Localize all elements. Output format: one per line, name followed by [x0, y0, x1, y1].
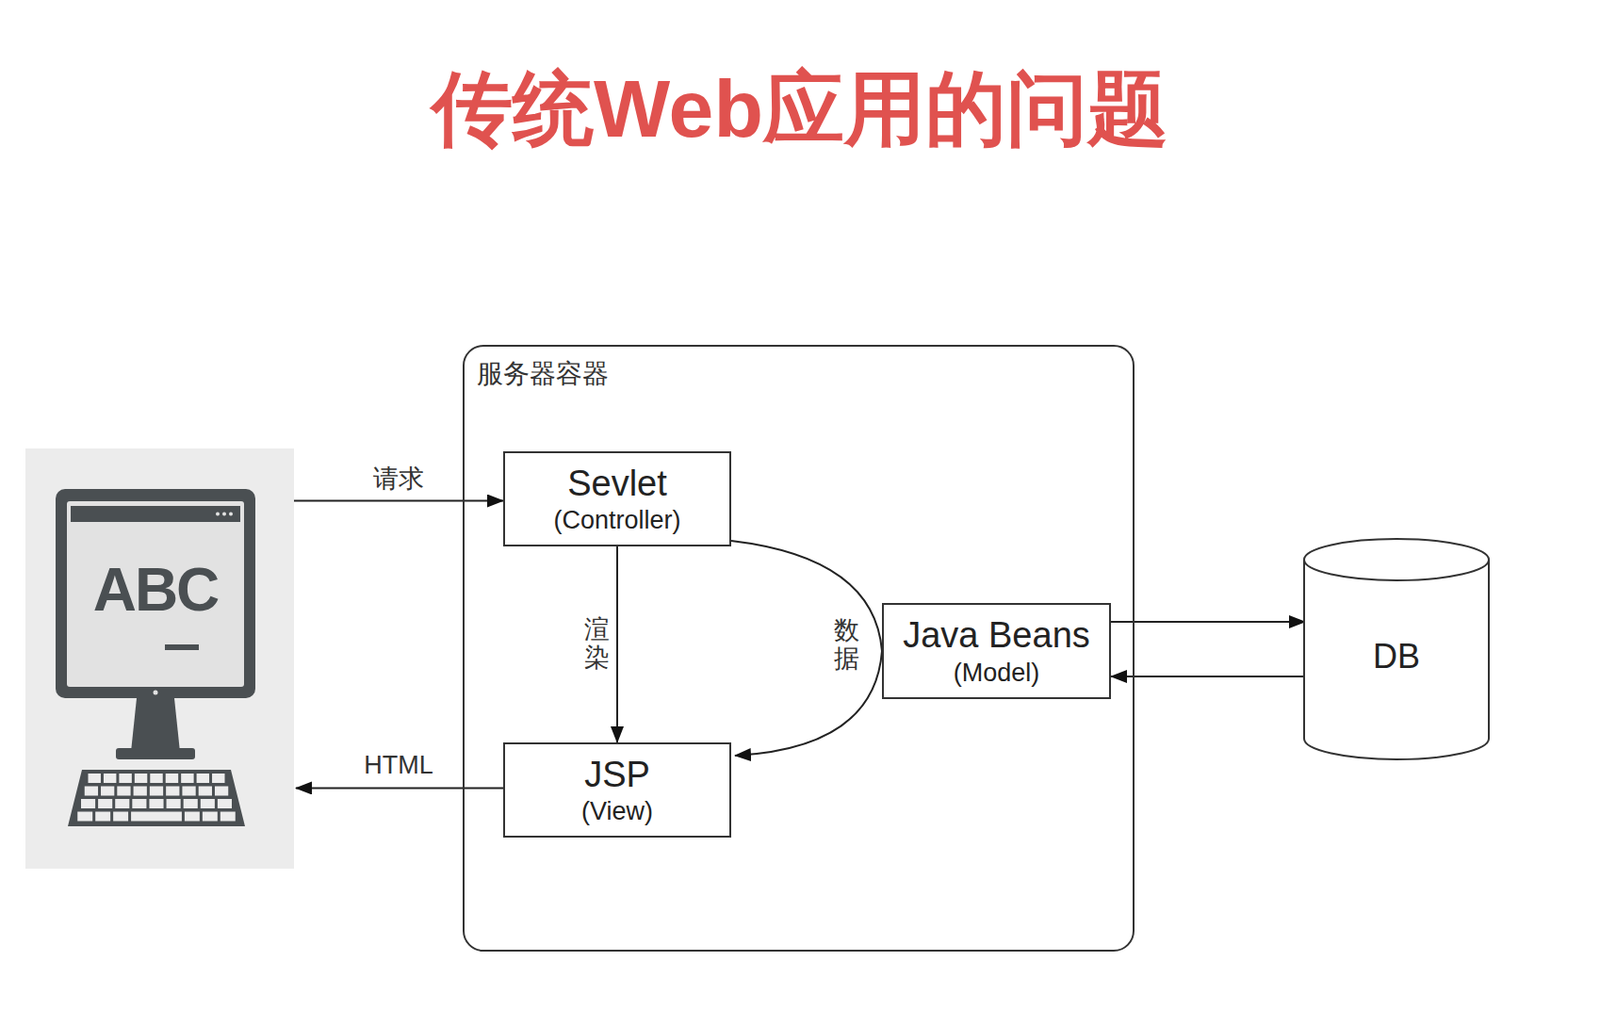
edge-label: 渲染: [582, 616, 612, 672]
cylinder-body: [1304, 538, 1489, 760]
keyboard: [67, 769, 245, 827]
box-title: Java Beans: [902, 614, 1091, 658]
box-title: Sevlet: [567, 462, 668, 507]
key: [131, 799, 147, 809]
box-title: JSP: [584, 753, 651, 798]
connector: [1110, 620, 1306, 623]
power-led: [153, 690, 159, 696]
connector: [616, 546, 619, 743]
container-box: 服务器容器 Sevlet(Controller) Java Beans(Model)…: [462, 344, 1135, 952]
key: [97, 799, 113, 809]
key: [134, 773, 147, 784]
process-box: JSP(View): [503, 742, 732, 838]
key: [118, 773, 131, 784]
window-dot: [222, 512, 227, 517]
computer-panel: [25, 448, 294, 869]
edge-label: HTML: [361, 751, 436, 781]
process-box: Sevlet(Controller): [503, 451, 732, 547]
key: [100, 786, 115, 797]
connector: [295, 786, 504, 789]
text-cursor: [164, 644, 199, 651]
edge-label: 数据: [832, 617, 862, 673]
key: [165, 786, 180, 797]
connector: [293, 500, 504, 503]
cylinder-rim: [1304, 559, 1489, 581]
box-subtitle: (Controller): [553, 505, 681, 536]
key: [148, 799, 164, 809]
key: [198, 786, 213, 797]
key: [180, 773, 194, 784]
box-subtitle: (View): [581, 796, 654, 827]
key: [114, 799, 130, 809]
computer-illustration: [25, 448, 294, 869]
key: [214, 786, 229, 797]
key: [200, 799, 215, 809]
key: [103, 773, 116, 784]
window-dot: [228, 512, 233, 517]
key: [212, 773, 225, 784]
connector: [1110, 675, 1306, 678]
key: [181, 786, 196, 797]
key: [217, 799, 232, 809]
key: [196, 773, 210, 784]
key: [149, 786, 164, 797]
monitor-neck: [130, 698, 180, 752]
edge-label: 请求: [371, 461, 426, 496]
container-heading: 服务器容器: [476, 356, 609, 392]
database-cylinder: DB: [1303, 538, 1490, 761]
key: [133, 786, 147, 797]
key: [84, 786, 98, 797]
monitor-base: [115, 748, 196, 760]
key: [81, 799, 96, 809]
key: [88, 773, 101, 784]
key: [202, 812, 218, 822]
title: 传统Web应用的问题: [0, 64, 1600, 154]
key: [130, 812, 182, 822]
key: [95, 812, 111, 822]
box-subtitle: (Model): [953, 657, 1041, 688]
window-bar: [70, 506, 241, 523]
key: [166, 799, 181, 809]
key: [77, 812, 93, 822]
key: [165, 773, 179, 784]
key: [113, 812, 129, 822]
monitor-screen: [66, 501, 245, 687]
process-box: Java Beans(Model): [881, 603, 1111, 700]
key: [184, 812, 200, 822]
monitor-frame: [55, 489, 256, 699]
window-dot: [215, 512, 220, 517]
screen-text: ABC: [66, 559, 245, 621]
client-computer: ABC: [25, 448, 294, 869]
key: [149, 773, 163, 784]
key: [220, 812, 236, 822]
db-label: DB: [1303, 639, 1490, 674]
key: [116, 786, 131, 797]
key: [183, 799, 198, 809]
